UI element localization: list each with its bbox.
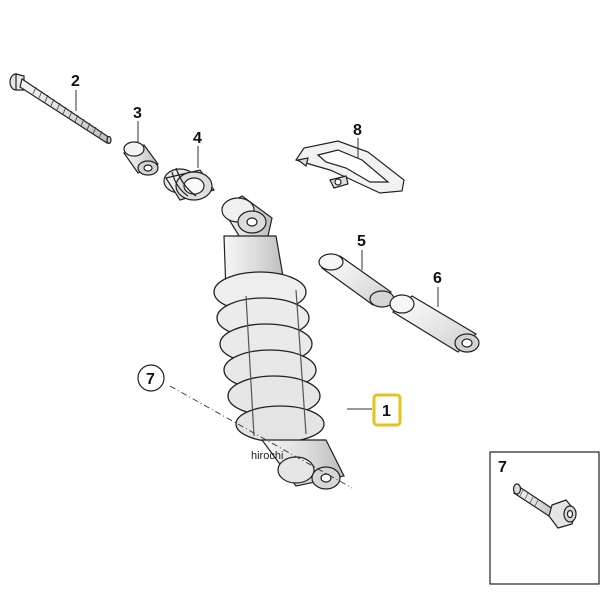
part-8-bracket bbox=[295, 140, 405, 194]
callout-1-highlight: 1 bbox=[372, 393, 402, 427]
callout-8: 8 bbox=[353, 122, 362, 139]
svg-text:7: 7 bbox=[146, 371, 155, 388]
callout-7-circle: 7 bbox=[137, 364, 165, 392]
callout-5: 5 bbox=[357, 233, 366, 250]
svg-text:1: 1 bbox=[382, 403, 391, 420]
part-7-bolt bbox=[512, 483, 577, 529]
part-6-spacer-sleeve bbox=[389, 294, 480, 353]
part-3-bushing bbox=[123, 141, 159, 176]
inset-callout-7: 7 bbox=[498, 459, 507, 476]
part-1-shock-absorber bbox=[213, 195, 345, 490]
part-4-rubber-bushing bbox=[163, 167, 215, 201]
part-5-spacer-sleeve bbox=[318, 253, 395, 308]
leader-lines bbox=[75, 90, 439, 410]
part-2-long-bolt bbox=[9, 73, 112, 145]
callout-6: 6 bbox=[433, 270, 442, 287]
mounting-axis-line bbox=[169, 385, 353, 489]
inset-part-7: 7 bbox=[489, 451, 600, 585]
watermark-text: hirochi bbox=[251, 450, 284, 462]
callout-2: 2 bbox=[71, 73, 80, 90]
callout-3: 3 bbox=[133, 105, 142, 122]
callout-4: 4 bbox=[193, 130, 202, 147]
